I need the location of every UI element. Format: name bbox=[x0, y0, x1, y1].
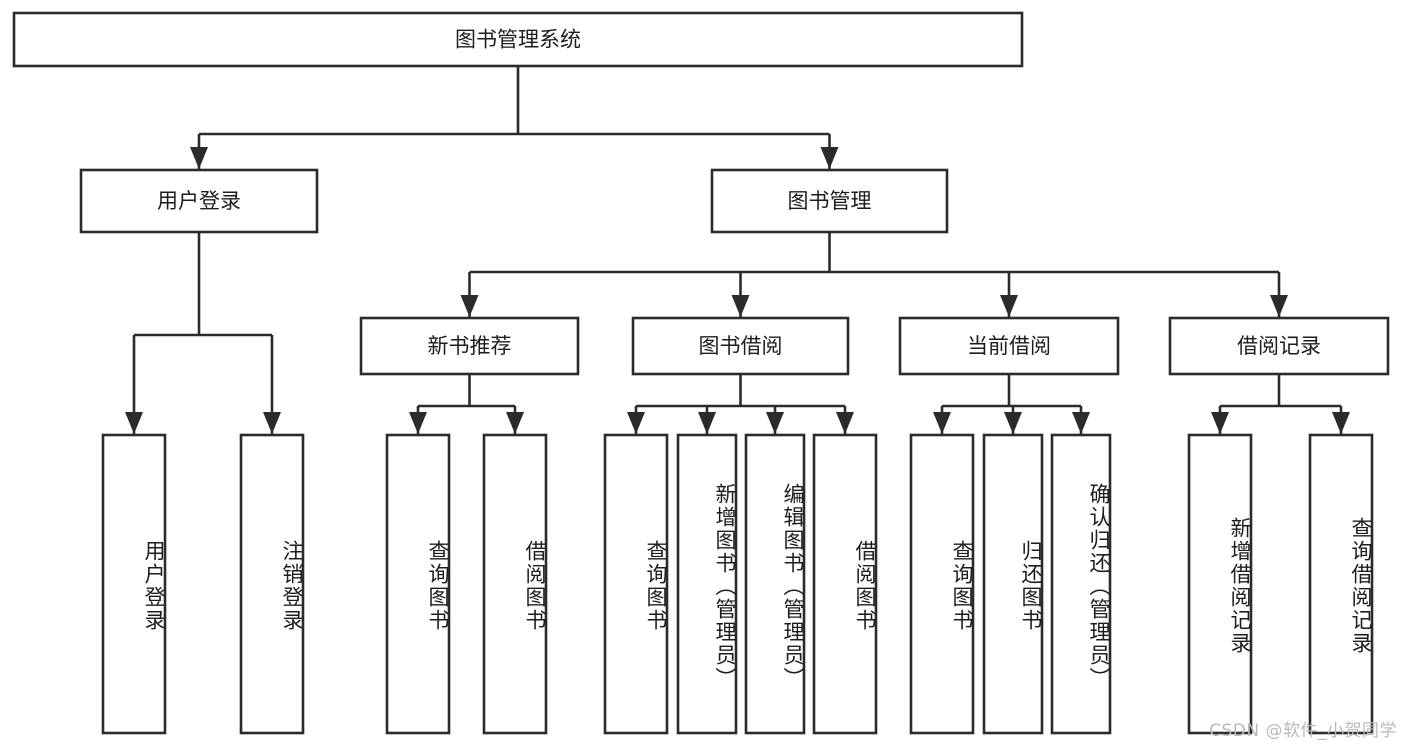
node-book-manage[interactable] bbox=[710, 168, 949, 234]
node-user-login[interactable] bbox=[79, 168, 319, 234]
node-leaf-return-book[interactable] bbox=[982, 433, 1044, 735]
arrow-head-icon bbox=[1072, 412, 1090, 434]
arrow-head-icon bbox=[409, 412, 427, 434]
arrow-head-icon bbox=[731, 295, 750, 317]
node-root-label: 图书管理系统 bbox=[455, 28, 581, 52]
node-leaf-confirm-return[interactable] bbox=[1050, 433, 1112, 735]
node-book-borrow[interactable] bbox=[631, 316, 850, 376]
arrow-head-icon bbox=[1270, 295, 1288, 317]
arrow-head-icon bbox=[766, 412, 784, 434]
node-leaf-borrow-book-recommend[interactable] bbox=[482, 433, 548, 735]
node-leaf-query-book-recommend[interactable] bbox=[385, 433, 451, 735]
node-leaf-borrow-book[interactable] bbox=[812, 433, 878, 735]
node-user-login-label: 用户登录 bbox=[157, 189, 241, 213]
arrow-head-icon bbox=[1004, 412, 1022, 434]
arrow-head-icon bbox=[836, 412, 854, 434]
node-book-manage-label: 图书管理 bbox=[788, 189, 872, 213]
arrow-head-icon bbox=[190, 147, 208, 169]
node-current-borrow-label: 当前借阅 bbox=[967, 334, 1051, 358]
node-current-borrow[interactable] bbox=[898, 316, 1120, 376]
arrow-head-icon bbox=[125, 412, 143, 434]
node-book-borrow-label: 图书借阅 bbox=[699, 334, 783, 358]
arrow-head-icon bbox=[698, 412, 716, 434]
node-leaf-edit-book[interactable] bbox=[744, 433, 806, 735]
node-leaf-logout[interactable] bbox=[239, 433, 305, 735]
node-leaf-add-borrow-record[interactable] bbox=[1187, 433, 1253, 735]
node-leaf-query-book-borrow[interactable] bbox=[603, 433, 669, 735]
node-leaf-query-borrow-record[interactable] bbox=[1308, 433, 1374, 735]
arrow-head-icon bbox=[1332, 412, 1350, 434]
node-new-book-recommend-label: 新书推荐 bbox=[428, 334, 512, 358]
node-leaf-query-book-current[interactable] bbox=[909, 433, 975, 735]
arrow-head-icon bbox=[627, 412, 645, 434]
arrow-head-icon bbox=[820, 147, 839, 169]
arrow-head-icon bbox=[460, 295, 479, 317]
arrow-head-icon bbox=[1211, 412, 1229, 434]
node-leaf-user-login[interactable] bbox=[101, 433, 167, 735]
connectors-layer bbox=[125, 66, 1350, 434]
arrow-head-icon bbox=[1000, 295, 1018, 317]
arrow-head-icon bbox=[263, 412, 281, 434]
node-borrow-record[interactable] bbox=[1168, 316, 1390, 376]
csdn-watermark: CSDN @软件_小贺同学 bbox=[1209, 721, 1397, 741]
node-new-book-recommend[interactable] bbox=[359, 316, 580, 376]
node-borrow-record-label: 借阅记录 bbox=[1237, 334, 1321, 358]
node-root[interactable] bbox=[12, 11, 1024, 68]
arrow-head-icon bbox=[933, 412, 951, 434]
arrow-head-icon bbox=[506, 412, 524, 434]
boxes-layer bbox=[12, 11, 1390, 735]
node-leaf-add-book[interactable] bbox=[676, 433, 738, 735]
